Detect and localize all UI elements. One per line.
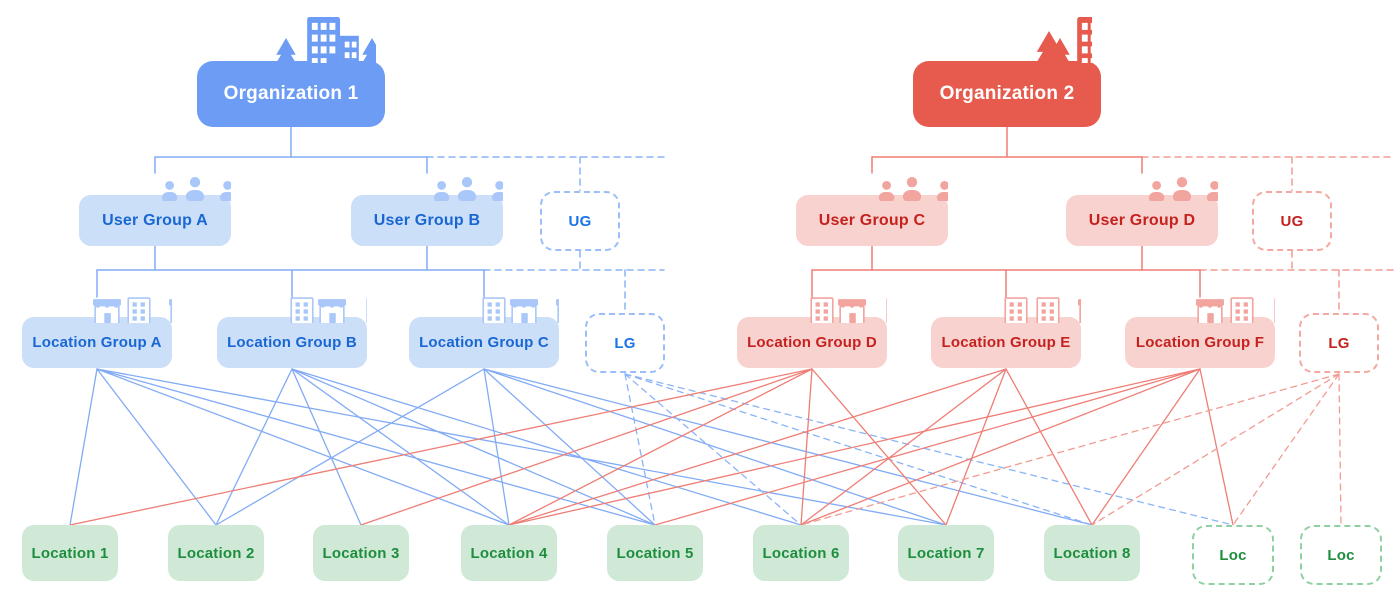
location-group-placeholder-blue-node: LG bbox=[585, 313, 665, 373]
location-8-label: Location 8 bbox=[1053, 544, 1131, 562]
location-1-node: Location 1 bbox=[22, 525, 118, 581]
location-4-label: Location 4 bbox=[470, 544, 548, 562]
location-group-placeholder-red-node: LG bbox=[1299, 313, 1379, 373]
location-2-label: Location 2 bbox=[177, 544, 255, 562]
location-placeholder-node: Loc bbox=[1300, 525, 1382, 585]
user-group-c-label: User Group C bbox=[818, 211, 926, 229]
location-group-b-node: Location Group B bbox=[217, 317, 367, 368]
location-group-a-node: Location Group A bbox=[22, 317, 172, 368]
user-group-placeholder-blue-node: UG bbox=[540, 191, 620, 251]
location-group-d-node: Location Group D bbox=[737, 317, 887, 368]
location-group-b-label: Location Group B bbox=[227, 334, 357, 351]
location-6-label: Location 6 bbox=[762, 544, 840, 562]
location-6-node: Location 6 bbox=[753, 525, 849, 581]
location-1-label: Location 1 bbox=[31, 544, 109, 562]
user-group-placeholder-label: UG bbox=[1280, 212, 1304, 230]
location-group-placeholder-label: LG bbox=[614, 334, 636, 352]
location-group-f-node: Location Group F bbox=[1125, 317, 1275, 368]
location-5-label: Location 5 bbox=[616, 544, 694, 562]
organization-1-label: Organization 1 bbox=[223, 83, 359, 104]
location-7-label: Location 7 bbox=[907, 544, 985, 562]
location-group-e-node: Location Group E bbox=[931, 317, 1081, 368]
location-group-f-label: Location Group F bbox=[1135, 334, 1265, 351]
user-group-placeholder-label: UG bbox=[568, 212, 592, 230]
user-group-b-node: User Group B bbox=[351, 195, 503, 246]
location-placeholder-label: Loc bbox=[1219, 546, 1247, 564]
location-3-node: Location 3 bbox=[313, 525, 409, 581]
location-4-node: Location 4 bbox=[461, 525, 557, 581]
location-group-c-label: Location Group C bbox=[419, 334, 549, 351]
organization-1-node: Organization 1 bbox=[197, 61, 385, 127]
user-group-placeholder-red-node: UG bbox=[1252, 191, 1332, 251]
location-3-label: Location 3 bbox=[322, 544, 400, 562]
location-placeholder-node: Loc bbox=[1192, 525, 1274, 585]
location-group-c-node: Location Group C bbox=[409, 317, 559, 368]
location-group-a-label: Location Group A bbox=[32, 334, 162, 351]
location-7-node: Location 7 bbox=[898, 525, 994, 581]
location-8-node: Location 8 bbox=[1044, 525, 1140, 581]
organization-2-node: Organization 2 bbox=[913, 61, 1101, 127]
user-group-d-label: User Group D bbox=[1088, 211, 1196, 229]
organization-2-label: Organization 2 bbox=[939, 83, 1075, 104]
user-group-a-node: User Group A bbox=[79, 195, 231, 246]
user-group-b-label: User Group B bbox=[373, 211, 481, 229]
location-group-placeholder-label: LG bbox=[1328, 334, 1350, 352]
location-5-node: Location 5 bbox=[607, 525, 703, 581]
location-2-node: Location 2 bbox=[168, 525, 264, 581]
user-group-c-node: User Group C bbox=[796, 195, 948, 246]
user-group-a-label: User Group A bbox=[102, 211, 208, 229]
location-group-d-label: Location Group D bbox=[747, 334, 877, 351]
user-group-d-node: User Group D bbox=[1066, 195, 1218, 246]
location-placeholder-label: Loc bbox=[1327, 546, 1355, 564]
location-group-e-label: Location Group E bbox=[941, 334, 1071, 351]
